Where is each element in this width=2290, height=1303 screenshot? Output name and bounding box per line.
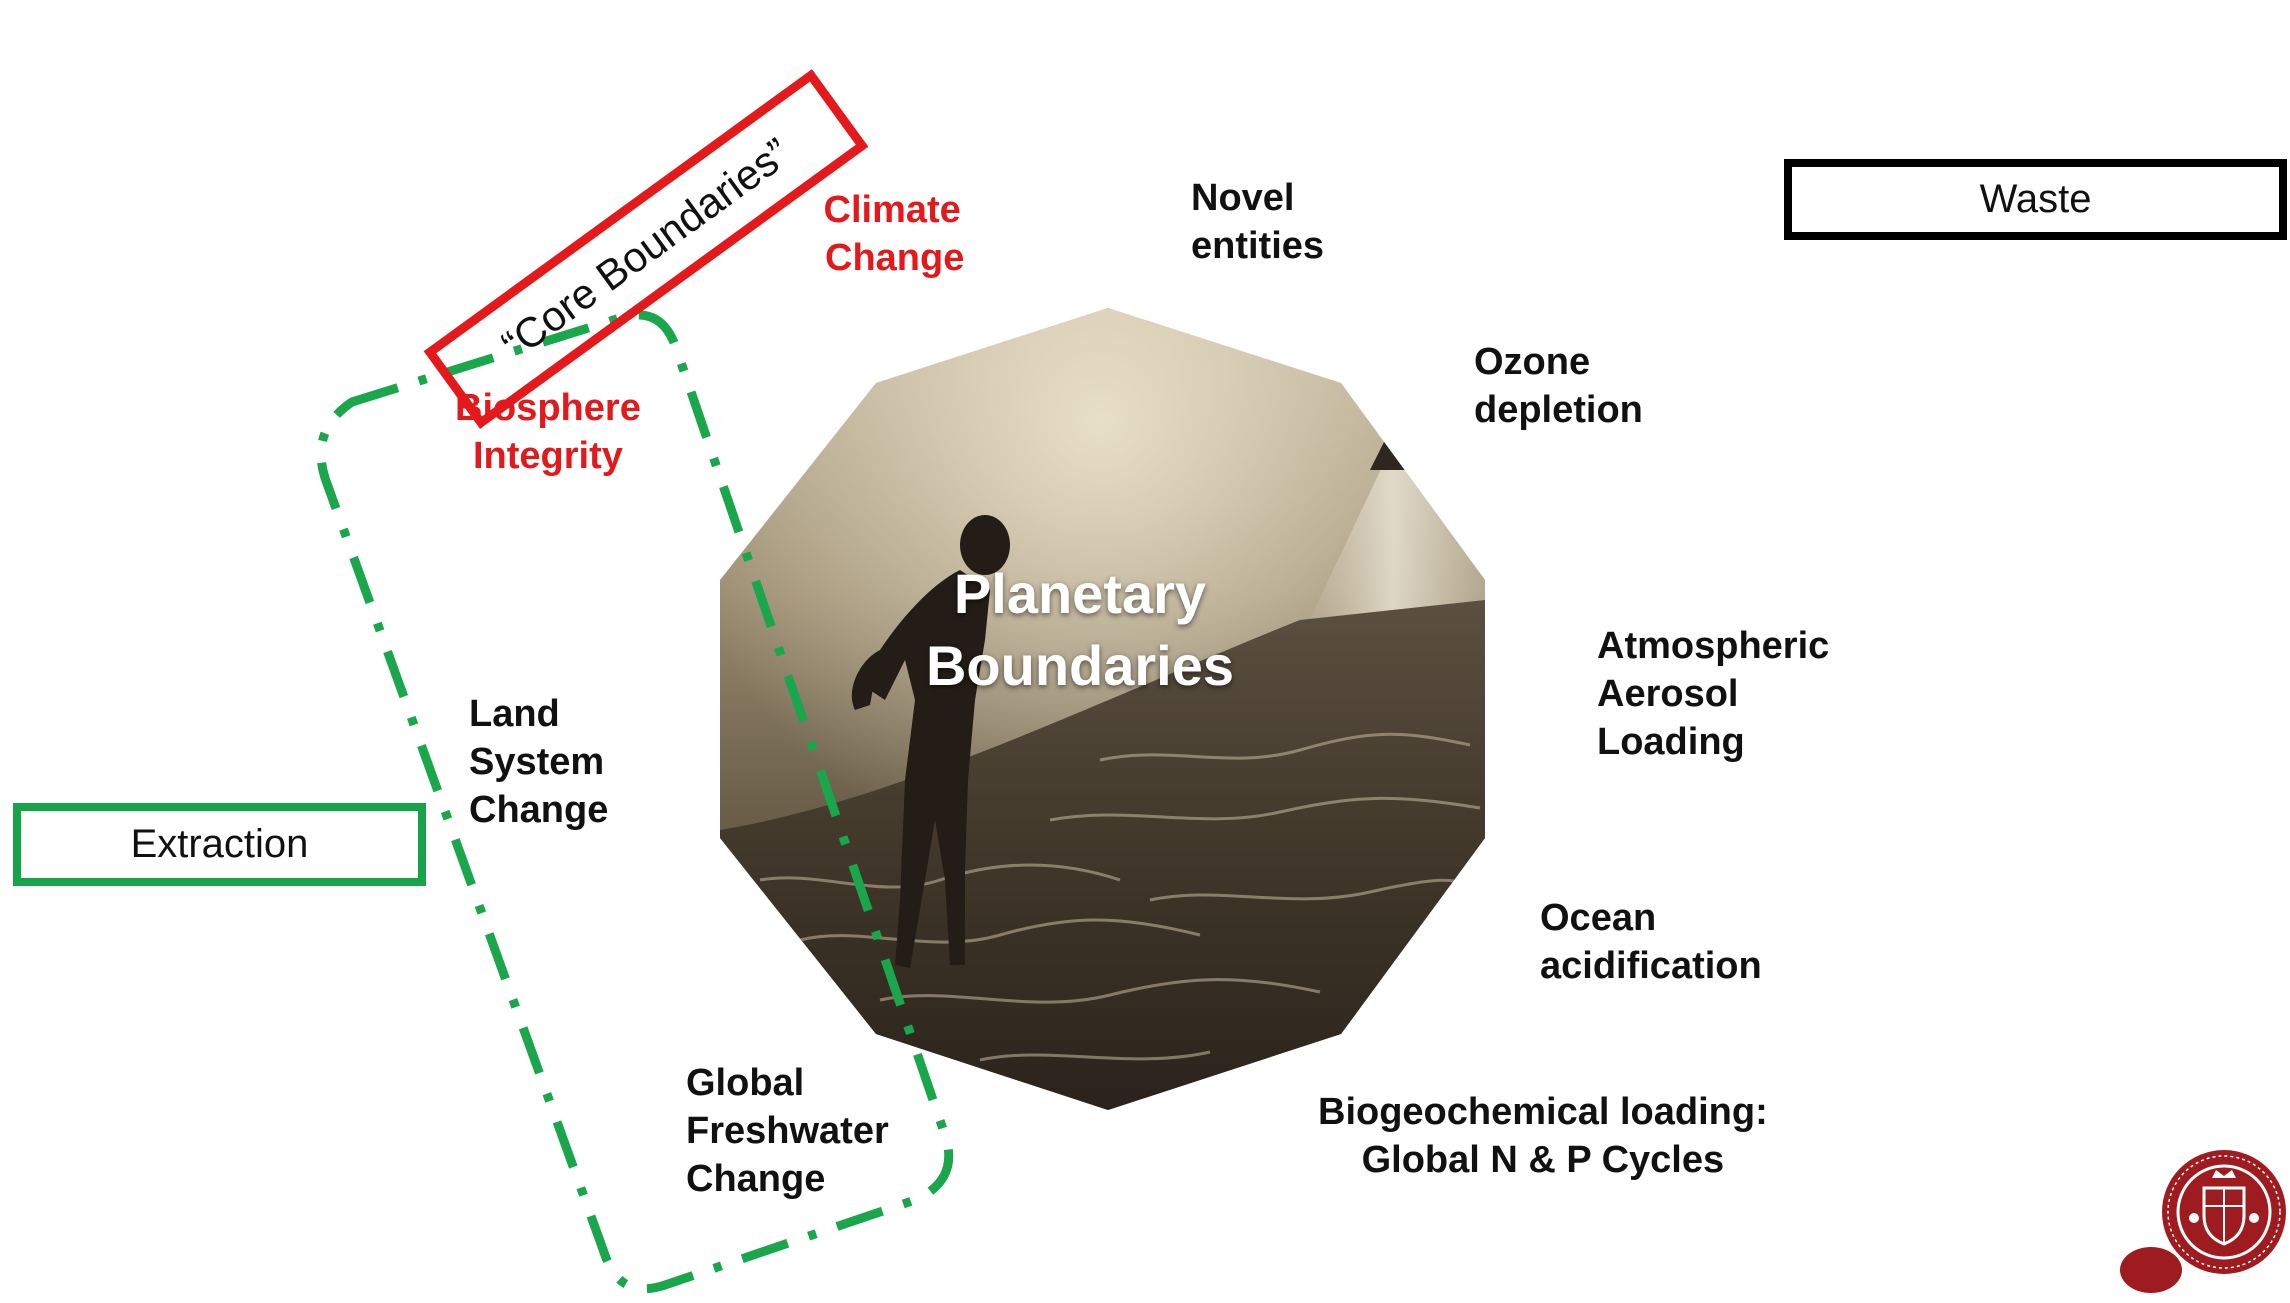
biogeo-line1: Biogeochemical loading: bbox=[1318, 1091, 1768, 1133]
biosphere-line1: Biosphere bbox=[455, 387, 641, 429]
land-line1: Land bbox=[469, 693, 560, 735]
center-title-line2: Boundaries bbox=[925, 634, 1235, 697]
biosphere-line2: Integrity bbox=[472, 435, 623, 477]
climate-line1: Climate bbox=[823, 189, 961, 231]
climate-line2: Change bbox=[825, 237, 965, 279]
center-title-line1: Planetary bbox=[953, 562, 1207, 625]
ozone-depletion-label: Ozone depletion bbox=[1474, 338, 1643, 434]
biogeo-line2: Global N & P Cycles bbox=[1361, 1139, 1725, 1181]
novel-line2: entities bbox=[1191, 225, 1325, 267]
red-dot-icon bbox=[2120, 1247, 2182, 1293]
land-line3: Change bbox=[469, 789, 609, 831]
climate-change-label: Climate Change bbox=[820, 186, 965, 282]
aerosol-line2: Aerosol bbox=[1597, 673, 1739, 715]
aerosol-line3: Loading bbox=[1597, 721, 1745, 763]
atmospheric-aerosol-label: Atmospheric Aerosol Loading bbox=[1597, 622, 1829, 766]
novel-entities-label: Novel entities bbox=[1191, 174, 1324, 270]
biosphere-integrity-label: Biosphere Integrity bbox=[455, 384, 641, 480]
aerosol-line1: Atmospheric bbox=[1597, 625, 1830, 667]
biogeochemical-loading-label: Biogeochemical loading: Global N & P Cyc… bbox=[1318, 1088, 1768, 1184]
freshwater-line1: Global bbox=[686, 1062, 805, 1104]
ocean-line2: acidification bbox=[1540, 945, 1762, 987]
ocean-acidification-label: Ocean acidification bbox=[1540, 894, 1762, 990]
global-freshwater-change-label: Global Freshwater Change bbox=[686, 1059, 889, 1203]
center-title: Planetary Boundaries bbox=[880, 558, 1280, 702]
land-system-change-label: Land System Change bbox=[469, 690, 608, 834]
novel-line1: Novel bbox=[1191, 177, 1295, 219]
freshwater-line3: Change bbox=[686, 1158, 826, 1200]
waste-box: Waste bbox=[1784, 159, 2287, 240]
extraction-box: Extraction bbox=[13, 803, 426, 886]
freshwater-line2: Freshwater bbox=[686, 1110, 889, 1152]
extraction-label: Extraction bbox=[130, 822, 309, 866]
ozone-line2: depletion bbox=[1474, 389, 1643, 431]
waste-label: Waste bbox=[1979, 177, 2092, 221]
ozone-line1: Ozone bbox=[1474, 341, 1591, 383]
university-seal-icon bbox=[2162, 1150, 2286, 1274]
ocean-line1: Ocean bbox=[1540, 897, 1657, 939]
land-line2: System bbox=[469, 741, 605, 783]
